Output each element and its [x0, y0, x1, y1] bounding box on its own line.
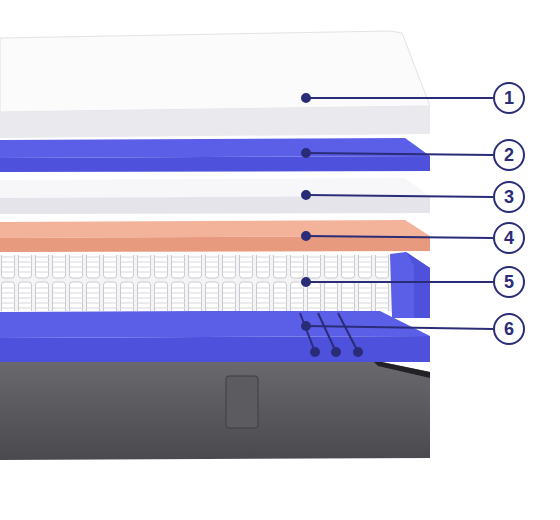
- callout-number: 2: [504, 146, 514, 164]
- callout-circle: 5: [493, 266, 525, 298]
- callout-circle: 3: [493, 181, 525, 213]
- blue-foam-layer: [0, 138, 430, 172]
- callout-number: 4: [504, 229, 514, 247]
- bed-base: [0, 360, 430, 460]
- base-foam-layer: [0, 310, 430, 362]
- leader-lines: [300, 94, 493, 356]
- callout-circle: 2: [493, 139, 525, 171]
- callout-circle: 6: [493, 313, 525, 345]
- callout-number: 5: [504, 273, 514, 291]
- callout-number: 1: [504, 89, 514, 107]
- callout-circle: 1: [493, 82, 525, 114]
- callout-circle: 4: [493, 222, 525, 254]
- top-cover-layer: [0, 31, 430, 138]
- callout-number: 3: [504, 188, 514, 206]
- callout-number: 6: [504, 320, 514, 338]
- pocket-spring-layer: [0, 252, 430, 318]
